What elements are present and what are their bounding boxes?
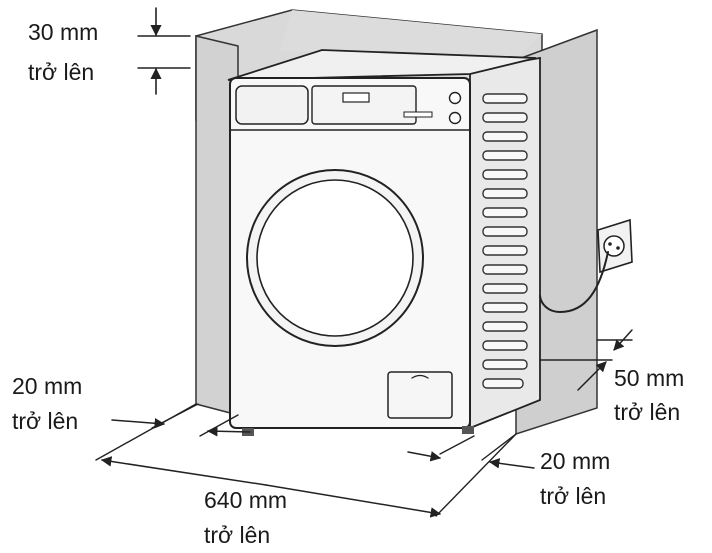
back-right-clearance-value: 50 mm <box>614 365 684 391</box>
washing-machine <box>227 49 541 436</box>
top-clearance-marker <box>137 7 191 95</box>
start-button-icon <box>448 111 462 125</box>
side-vents <box>482 93 528 389</box>
width-value: 640 mm <box>204 487 287 513</box>
back-wall-fill <box>280 10 542 60</box>
detergent-drawer <box>235 85 309 125</box>
clearance-labels: 30 mm trở lên 20 mm trở lên 50 mm trở lê… <box>12 19 684 548</box>
front-right-clearance-value: 20 mm <box>540 448 610 474</box>
width-dimension-marker <box>95 403 517 518</box>
control-panel <box>311 85 417 125</box>
front-right-clearance-note: trở lên <box>540 483 606 509</box>
power-outlet <box>539 218 633 313</box>
power-cord <box>539 251 609 313</box>
width-note: trở lên <box>204 522 270 548</box>
back-right-clearance-marker <box>539 329 633 391</box>
top-clearance-note: trở lên <box>28 59 94 85</box>
top-clearance-value: 30 mm <box>28 19 98 45</box>
left-clearance-note: trở lên <box>12 408 78 434</box>
indicator-bar <box>403 111 433 118</box>
left-clearance-value: 20 mm <box>12 373 82 399</box>
back-right-clearance-note: trở lên <box>614 399 680 425</box>
foot-right <box>462 426 474 434</box>
filter-cover <box>387 371 453 419</box>
door-glass <box>256 179 414 337</box>
display-window <box>342 92 370 103</box>
power-button-icon <box>448 91 462 105</box>
machine-top <box>227 49 537 81</box>
front-right-clearance-marker <box>407 433 535 469</box>
plug-icon <box>603 235 625 257</box>
